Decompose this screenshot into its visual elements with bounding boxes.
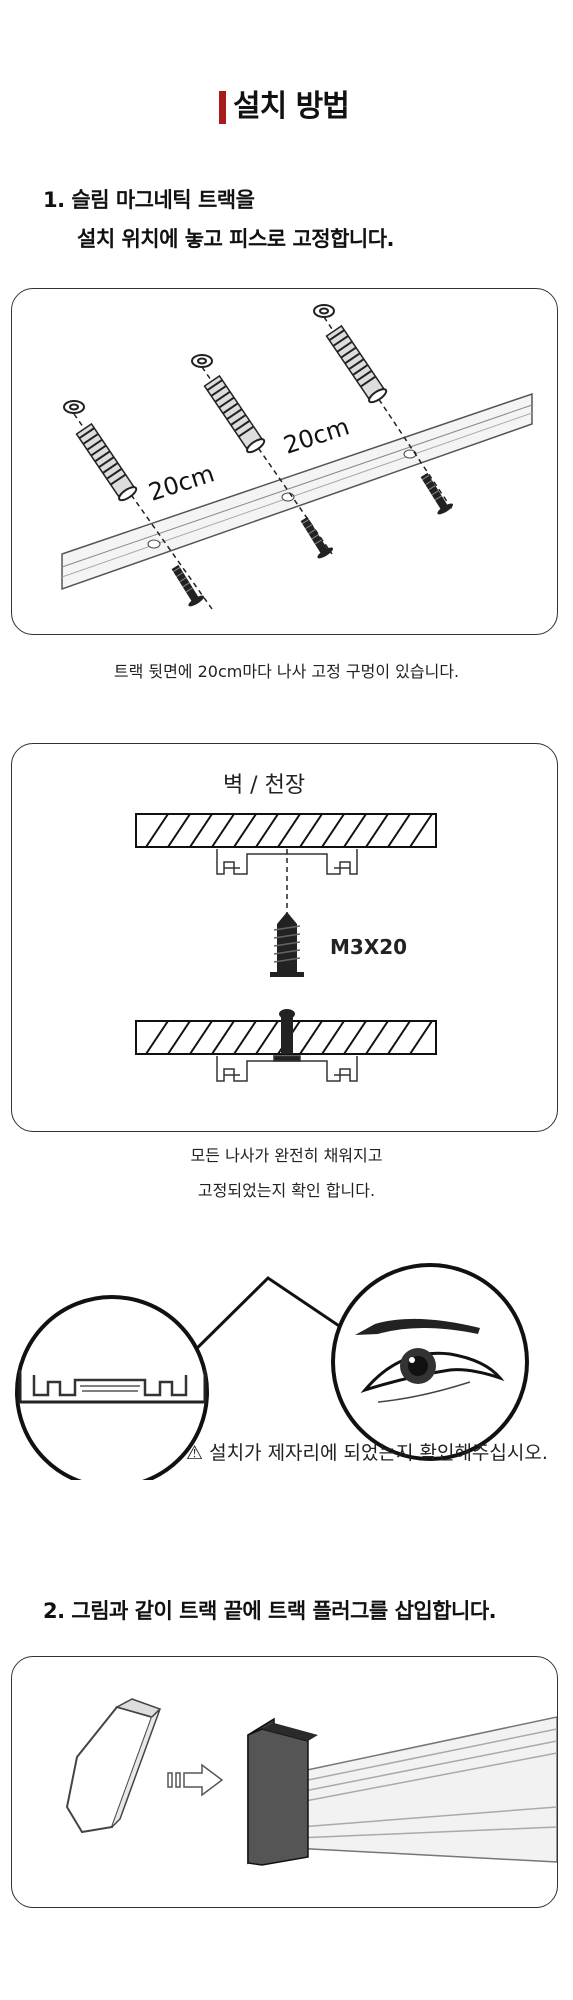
- step1-caption: 트랙 뒷면에 20cm마다 나사 고정 구멍이 있습니다.: [113, 662, 460, 681]
- pointer-line: [178, 1276, 361, 1367]
- track-install-illustration: 20cm 20cm: [11, 288, 558, 635]
- check-drawing: [15, 1263, 529, 1489]
- step1-heading-line2: 설치 위치에 놓고 피스로 고정합니다.: [77, 227, 395, 251]
- arrow-right-icon: [167, 1763, 224, 1797]
- mount-caption-line2: 고정되었는지 확인 합니다.: [197, 1181, 376, 1200]
- page-title: 설치 방법: [233, 89, 350, 124]
- step1-heading-line1: 1. 슬림 마그네틱 트랙을: [43, 188, 255, 212]
- mount-label: 벽 / 천장: [223, 773, 305, 798]
- wall-hatch-top: [135, 813, 437, 848]
- step2-heading: 2. 그림과 같이 트랙 끝에 트랙 플러그를 삽입합니다.: [43, 1599, 497, 1623]
- mount-drawing: 벽 / 천장 M3X20: [135, 773, 437, 1082]
- track-screws-drawing: 20cm 20cm: [61, 304, 533, 610]
- track-plug-inserted: [247, 1717, 318, 1866]
- track-plug-loose: [65, 1698, 162, 1834]
- track-detail-circle: [15, 1295, 209, 1489]
- mount-illustration: 벽 / 천장 M3X20: [11, 743, 558, 1132]
- wall-anchors: [75, 324, 388, 502]
- washers: [63, 304, 335, 414]
- warning-text: 설치가 제자리에 되었는지 확인해주십시오.: [209, 1442, 548, 1464]
- warning-icon: ⚠: [186, 1442, 204, 1464]
- screws: [171, 472, 453, 607]
- eye-icon: [331, 1263, 529, 1461]
- spacing-label-2: 20cm: [280, 412, 352, 459]
- title-accent-bar: [219, 91, 226, 124]
- screw-icon: [270, 912, 304, 977]
- check-illustration: [0, 1250, 573, 1489]
- track-profile-bottom: [216, 1055, 358, 1082]
- mount-caption-line1: 모든 나사가 완전히 채워지고: [190, 1146, 383, 1165]
- slim-track: [61, 392, 533, 591]
- screw-spec: M3X20: [330, 935, 407, 959]
- warning-row: ⚠ 설치가 제자리에 되었는지 확인해주십시오.: [186, 1440, 548, 1466]
- wall-hatch-bottom: [135, 1009, 437, 1055]
- spacing-label-1: 20cm: [145, 459, 217, 506]
- plug-drawing: [65, 1698, 557, 1866]
- track-body: [273, 1716, 557, 1863]
- plug-insert-illustration: [11, 1656, 558, 1908]
